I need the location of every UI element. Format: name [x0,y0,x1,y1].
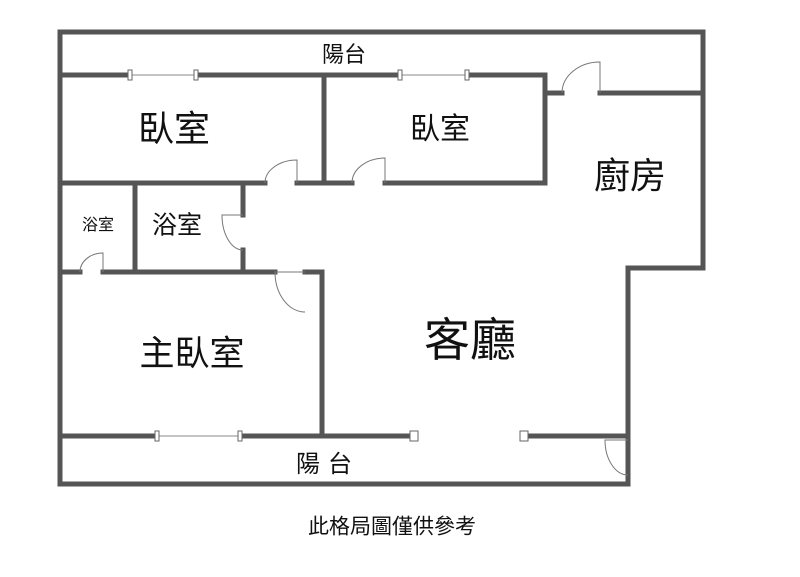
walls [57,29,706,487]
windows [127,69,529,442]
room-label-kitchen: 廚房 [593,156,667,197]
room-label-master-bedroom: 主臥室 [139,334,245,375]
room-label-balcony-bottom: 陽台 [296,450,360,478]
room-label-bathroom: 浴室 [151,210,203,240]
room-label-living-room: 客廳 [424,313,516,367]
disclaimer-caption: 此格局圖僅供參考 [308,514,476,539]
room-label-bedroom-1: 臥室 [137,109,211,150]
room-label-bathroom-small: 浴室 [81,215,115,234]
doors [79,61,629,476]
room-label-balcony-top: 陽台 [321,43,367,68]
room-label-bedroom-2: 臥室 [410,112,470,147]
